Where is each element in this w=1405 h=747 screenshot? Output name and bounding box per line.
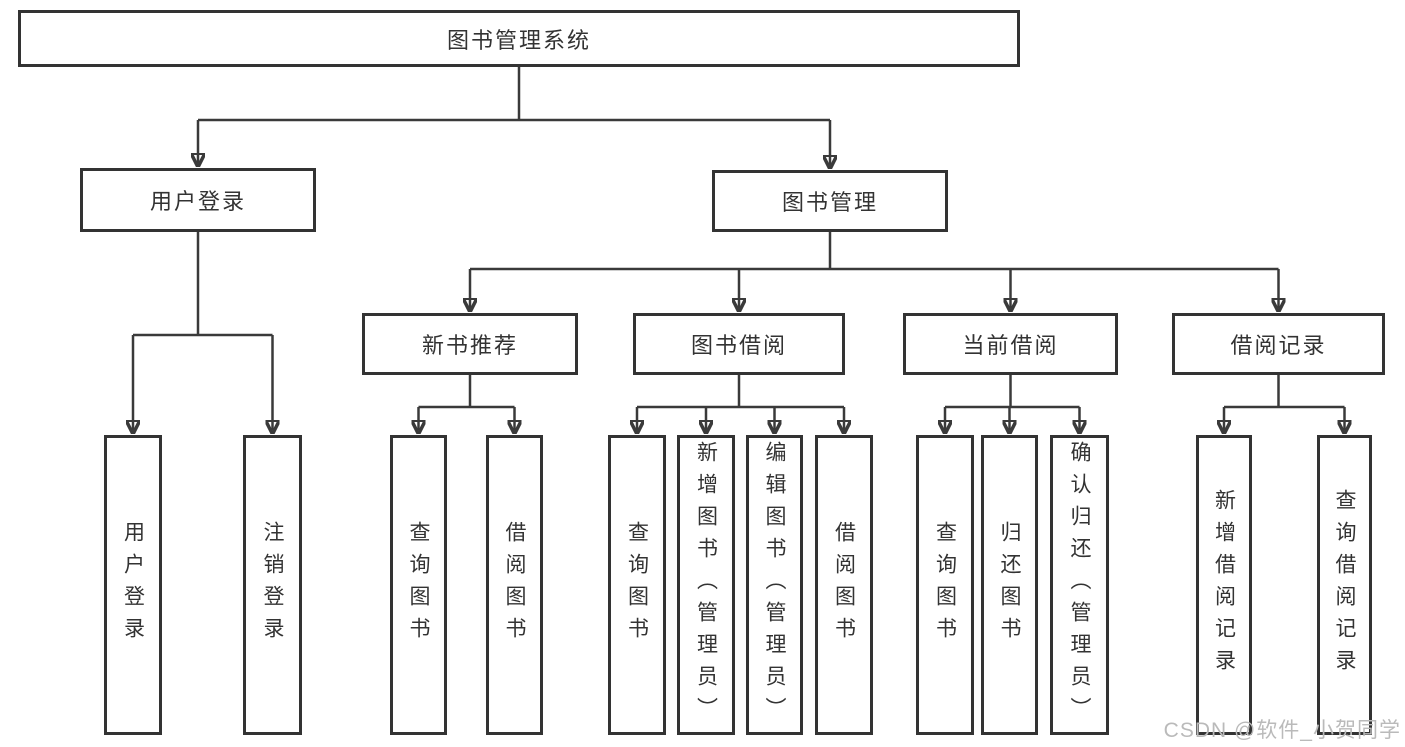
leaf-borrow-books-2-label: 借阅图书 [832, 521, 856, 649]
connector-borrow-records-to-leaves [1224, 375, 1345, 430]
connector-book-mgmt-to-level3 [470, 232, 1279, 308]
leaf-user-login-label: 用户登录 [121, 521, 145, 649]
leaf-borrow-books-1: 借阅图书 [486, 435, 543, 735]
connector-root-to-level2 [198, 67, 830, 165]
node-new-book-recommend: 新书推荐 [362, 313, 578, 375]
node-root-library-system: 图书管理系统 [18, 10, 1020, 67]
node-book-management: 图书管理 [712, 170, 948, 232]
connector-new-book-rec-to-leaves [419, 375, 515, 430]
leaf-confirm-return-admin-label: 确认归还（管理员） [1068, 441, 1092, 729]
connector-book-borrow-to-leaves [637, 375, 844, 430]
leaf-borrow-books-1-label: 借阅图书 [503, 521, 527, 649]
leaf-add-borrow-record: 新增借阅记录 [1196, 435, 1252, 735]
leaf-return-books: 归还图书 [981, 435, 1038, 735]
leaf-query-borrow-record: 查询借阅记录 [1317, 435, 1372, 735]
leaf-add-borrow-record-label: 新增借阅记录 [1212, 489, 1236, 681]
leaf-logout: 注销登录 [243, 435, 302, 735]
leaf-edit-books-admin-label: 编辑图书（管理员） [763, 441, 787, 729]
leaf-query-books-2: 查询图书 [608, 435, 666, 735]
node-user-login: 用户登录 [80, 168, 316, 232]
leaf-query-books-3: 查询图书 [916, 435, 974, 735]
leaf-logout-label: 注销登录 [261, 521, 285, 649]
leaf-query-books-3-label: 查询图书 [933, 521, 957, 649]
node-book-borrow: 图书借阅 [633, 313, 845, 375]
node-current-borrow: 当前借阅 [903, 313, 1118, 375]
leaf-user-login: 用户登录 [104, 435, 162, 735]
leaf-borrow-books-2: 借阅图书 [815, 435, 873, 735]
leaf-return-books-label: 归还图书 [998, 521, 1022, 649]
leaf-query-books-2-label: 查询图书 [625, 521, 649, 649]
leaf-add-books-admin: 新增图书（管理员） [677, 435, 735, 735]
csdn-watermark: CSDN @软件_小贺同学 [1163, 719, 1401, 742]
leaf-edit-books-admin: 编辑图书（管理员） [746, 435, 803, 735]
leaf-query-books-1-label: 查询图书 [407, 521, 431, 649]
leaf-confirm-return-admin: 确认归还（管理员） [1050, 435, 1109, 735]
leaf-query-books-1: 查询图书 [390, 435, 447, 735]
leaf-query-borrow-record-label: 查询借阅记录 [1333, 489, 1357, 681]
connector-current-borrow-to-leaves [945, 375, 1080, 430]
connector-user-login-to-leaves [133, 232, 273, 430]
leaf-add-books-admin-label: 新增图书（管理员） [694, 441, 718, 729]
node-borrow-records: 借阅记录 [1172, 313, 1385, 375]
